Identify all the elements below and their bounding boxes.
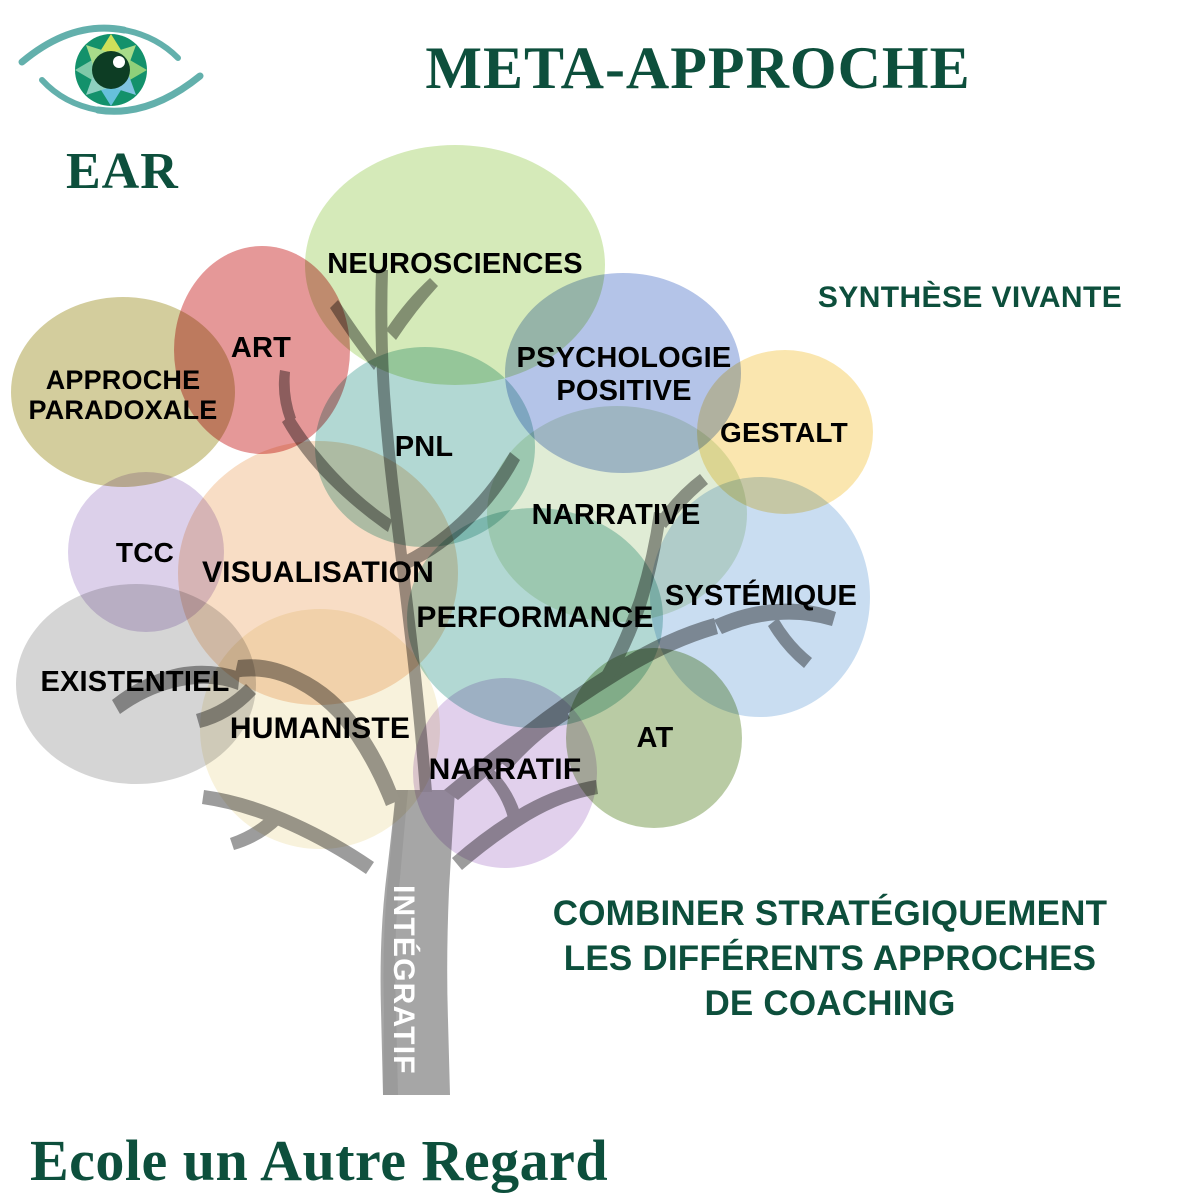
brand-logo: EAR [16,14,236,204]
canopy-bubble [200,609,440,849]
eye-mandala-logo-icon [18,24,204,115]
synthese-caption: SYNTHÈSE VIVANTE [817,281,1123,314]
trunk-label: INTÉGRATIF [387,885,420,1075]
tagline-line-1: COMBINER STRATÉGIQUEMENT [552,894,1108,933]
tagline-line-2: LES DIFFÉRENTS APPROCHES [563,938,1097,978]
canopy-bubble [11,297,235,487]
footer-brand: Ecole un Autre Regard [30,1128,609,1193]
canopy-bubble [413,678,597,868]
tagline-block: COMBINER STRATÉGIQUEMENT LES DIFFÉRENTS … [500,892,1160,1026]
tagline-line-3: DE COACHING [704,983,956,1023]
logo-wordmark: EAR [66,143,179,200]
canopy-bubble [566,648,742,828]
page-title: META-APPROCHE [425,35,971,101]
